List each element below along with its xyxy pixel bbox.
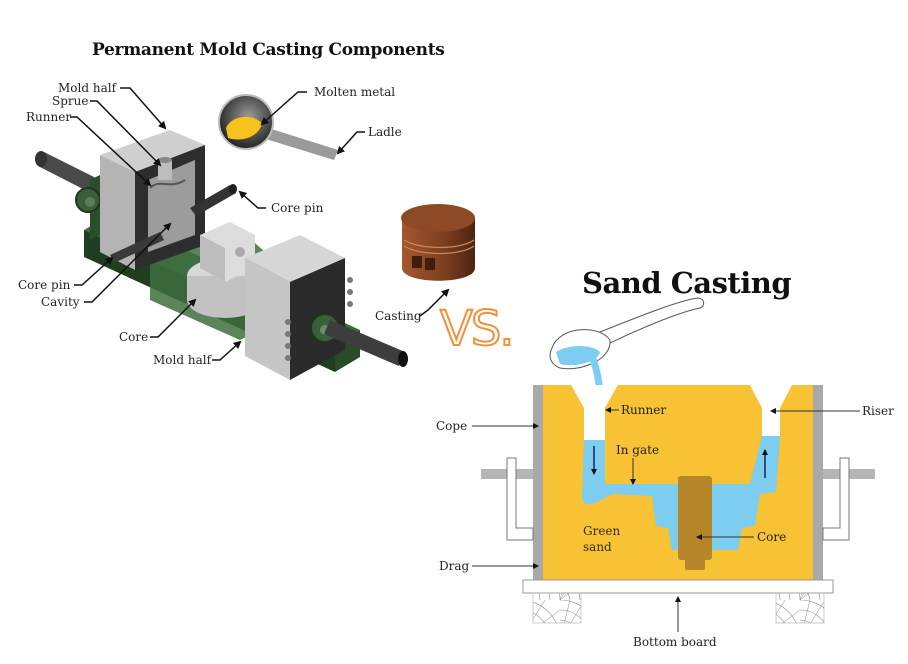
label-cope: Cope [436,419,468,433]
right-mold-half [245,235,345,282]
label-ladle: Ladle [368,125,402,139]
label-bottom-board: Bottom board [633,635,717,649]
label-sprue: Sprue [52,94,89,108]
wood-block-right [775,592,825,624]
label-runner: Runner [26,110,72,124]
label-molten-metal: Molten metal [314,85,396,99]
label-casting: Casting [375,309,422,323]
label-core-pin-left: Core pin [18,278,71,292]
vs-text: VS. [439,301,516,357]
sand-casting-diagram [481,297,875,624]
label-green-sand-2: sand [583,540,612,554]
bottom-board [522,579,834,594]
core-pin-right [190,185,236,216]
casting-piston [401,204,475,281]
flask-wall-right [813,385,823,580]
sand-core [678,476,712,560]
cope-center-block [605,385,748,484]
label-core: Core [119,330,149,344]
label-mold-half-top: Mold half [58,81,117,95]
label-drag: Drag [439,559,470,573]
left-handle [506,457,534,541]
right-ejector-rod [324,320,405,366]
label-sand-core: Core [757,530,787,544]
label-in-gate: In gate [616,443,660,457]
core-pin-left [110,232,164,263]
permanent-mold-title: Permanent Mold Casting Components [92,40,445,60]
pouring-spoon-handle [589,297,705,349]
flask-wall-left [533,385,543,580]
label-riser: Riser [862,404,894,418]
permanent-mold-leader-lines [70,87,450,361]
label-mold-half-bottom: Mold half [153,353,212,367]
sand-casting-leader-lines [472,407,860,632]
label-core-pin-right: Core pin [271,201,324,215]
permanent-mold-machine [35,130,408,380]
sand-casting-title: Sand Casting [582,266,792,300]
label-green-sand-1: Green [583,524,621,538]
wood-block-left [532,592,582,624]
right-handle [822,457,850,541]
left-mold-half [100,130,205,172]
molten-metal [226,116,262,140]
label-cavity: Cavity [41,295,80,309]
ladle [218,94,338,160]
label-sand-runner: Runner [621,403,667,417]
